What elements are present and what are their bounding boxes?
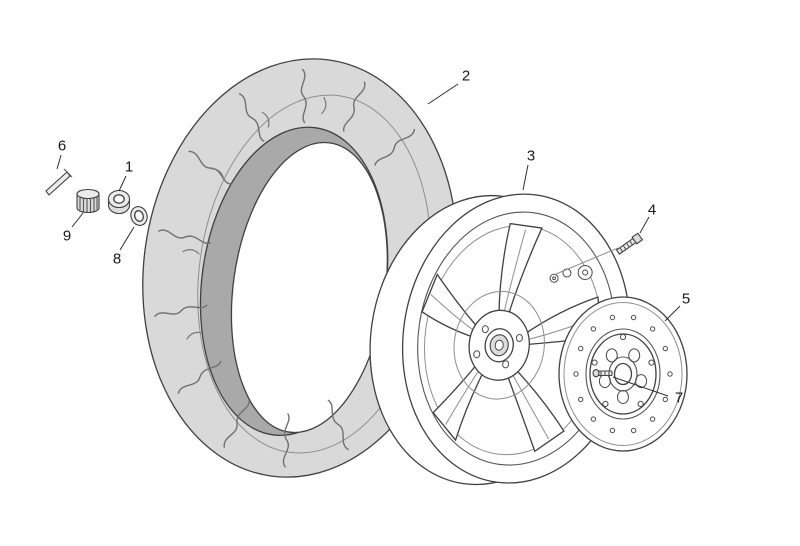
callout-1: 1 [124, 158, 134, 176]
leader-lines [56, 83, 681, 397]
leader-line-6 [56, 154, 62, 170]
cotter-pin [45, 168, 73, 196]
callout-4: 4 [647, 201, 657, 219]
leader-line-3 [522, 164, 529, 191]
rim-bolt [615, 232, 644, 255]
tread-pattern [154, 68, 416, 468]
axle-nut [107, 189, 131, 214]
callout-2: 2 [461, 67, 471, 85]
leader-line-2 [427, 83, 459, 105]
callout-9: 9 [62, 227, 72, 245]
leader-line-8 [119, 226, 135, 251]
bolt-alignment-line [555, 247, 619, 275]
washer [130, 206, 148, 226]
leader-line-5 [664, 305, 681, 322]
callout-5: 5 [681, 290, 691, 308]
leader-line-9 [71, 212, 84, 228]
leader-line-7 [612, 376, 669, 397]
leader-line-1 [118, 175, 127, 192]
callout-3: 3 [526, 147, 536, 165]
disc-bolt [592, 369, 613, 378]
callout-8: 8 [112, 250, 122, 268]
knurled-cap [76, 188, 100, 214]
callout-7: 7 [674, 389, 684, 407]
callout-6: 6 [57, 137, 67, 155]
leader-line-4 [639, 216, 650, 234]
tire [142, 58, 458, 478]
brake-disc [558, 296, 688, 452]
